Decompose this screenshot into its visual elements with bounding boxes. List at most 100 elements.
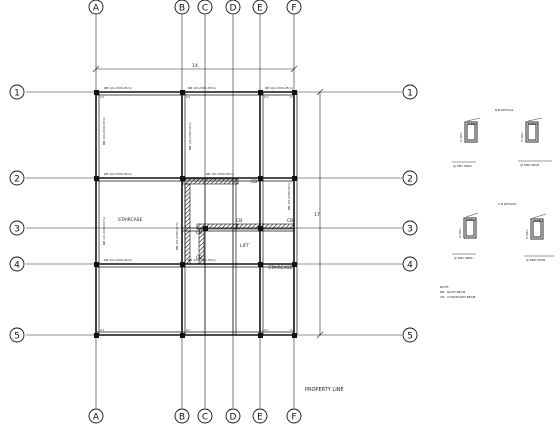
svg-text:C1: C1 [100,95,104,99]
column-bubbles-top: A B C D E F [88,0,302,15]
grid-bubble-a-bottom: A [88,408,104,424]
grid-bubble-1-right: 1 [402,84,418,100]
svg-text:CB: CB [196,255,202,261]
svg-text:C1: C1 [264,328,268,332]
svg-text:0.23m: 0.23m [528,122,538,126]
column-bubbles-bottom: A B C D E F [88,408,302,424]
beam-tag: RB 1(0.23X0.45m) [102,217,106,245]
concealed-beams-hatched [181,178,295,265]
svg-text:3: 3 [14,225,20,235]
svg-text:E: E [257,413,263,423]
svg-text:F: F [291,4,296,14]
svg-text:B: B [179,4,185,14]
svg-text:0.15m: 0.15m [466,218,476,222]
grid-bubble-5-left: 5 [9,327,25,343]
rb-end-span-section: 0.23m 0.30m @ END SPAN [518,117,552,167]
beam-tag: RB 1(0.23X0.45m) [206,172,234,176]
grid-bubble-3-right: 3 [402,220,418,236]
notes-title: NOTE: [440,285,449,289]
beam-tag: RB 1(0.23X0.45m) [188,122,192,150]
beam-tag: RB 1(0.23X0.45m) [102,117,106,145]
svg-text:3: 3 [407,225,413,235]
grid-bubble-c-bottom: C [197,408,213,424]
svg-text:0.23m: 0.23m [468,122,478,126]
cb-mid-span-section: 0.15m 0.30m @ MID SPAN [452,212,479,260]
row-bubbles-right: 1 2 3 4 5 [402,84,418,343]
svg-text:@ MID SPAN: @ MID SPAN [453,164,472,168]
cb-end-span-section: 0.15m 0.30m @ END SPAN [524,213,554,262]
svg-text:D: D [230,413,237,423]
svg-text:@ MID SPAN: @ MID SPAN [454,256,473,260]
beam-tag: RB 1(0.23X0.45m) [104,258,132,262]
svg-text:CB: CB [196,230,202,236]
grid-bubble-e-bottom: E [252,408,268,424]
grid-bubble-d-bottom: D [225,408,241,424]
svg-text:0.30m: 0.30m [525,229,529,239]
staircase-label: STAIRCASE [118,217,143,223]
svg-text:CB: CB [251,179,257,185]
svg-text:C1: C1 [100,328,104,332]
svg-text:0.30m: 0.30m [520,132,524,142]
dimension-height-label: 17 [314,212,320,218]
svg-text:D: D [230,4,237,14]
svg-text:@ END SPAN: @ END SPAN [526,258,545,262]
svg-text:C: C [202,4,208,14]
roof-beams [95,91,298,336]
svg-text:CB: CB [287,218,293,224]
svg-text:CB: CB [236,218,242,224]
svg-text:0.15m: 0.15m [534,219,544,223]
lift-label: LIFT [240,243,249,249]
grid-bubble-2-left: 2 [9,170,25,186]
svg-text:A: A [93,4,100,14]
grid-bubble-3-left: 3 [9,220,25,236]
grid-bubble-4-left: 4 [9,256,25,272]
beam-tag: RB 1(0.23X0.45m) [287,182,291,210]
cb-details-title: C.B DETAILS [498,202,516,206]
svg-text:2: 2 [14,175,20,185]
svg-text:0.30m: 0.30m [458,228,462,238]
svg-text:5: 5 [407,332,413,342]
svg-text:B: B [179,413,185,423]
svg-text:@ END SPAN: @ END SPAN [520,163,539,167]
beam-tag: RB 1(0.23X0.45m) [175,222,179,250]
grid-bubble-b-bottom: B [174,408,190,424]
svg-text:2: 2 [407,175,413,185]
svg-text:1: 1 [14,89,20,99]
svg-text:C1: C1 [264,95,268,99]
row-bubbles-left: 1 2 3 4 5 [9,84,25,343]
svg-text:C1: C1 [290,95,294,99]
notes-line-2: CB - CONCEALED BEAM [440,295,476,299]
svg-text:5: 5 [14,332,20,342]
grid-bubble-f-bottom: F [286,408,302,424]
beam-tags: RB 1(0.23X0.45m) RB 1(0.23X0.45m) RB 1(0… [102,86,293,262]
grid-bubble-4-right: 4 [402,256,418,272]
grid-bubble-c-top: C [197,0,213,15]
svg-text:C1: C1 [290,328,294,332]
beam-tag: RB 1(0.23X0.45m) [104,86,132,90]
vertical-grid-lines [95,15,295,408]
beam-tag: RB 1(0.23X0.45m) [188,258,216,262]
notes-block: NOTE: RB - ROOF BEAM CB - CONCEALED BEAM [440,285,476,299]
property-line-label: PROPERTY LINE [305,387,344,393]
svg-text:0.30m: 0.30m [459,132,463,142]
dimension-height: 17 [314,88,324,339]
beam-tag: RB 1(0.23X0.45m) [265,86,293,90]
grid-bubble-e-top: E [252,0,268,15]
svg-text:A: A [93,413,100,423]
column-tags: C1 C1 C1 C1 C1 C1 C1 C1 [100,95,294,332]
svg-text:C1: C1 [186,95,190,99]
dimension-width: 14 [92,63,298,73]
horizontal-grid-lines [26,91,402,336]
structural-columns [94,90,297,338]
beam-tag: RB 1(0.23X0.45m) [188,86,216,90]
grid-bubble-d-top: D [225,0,241,15]
svg-text:4: 4 [14,261,20,271]
svg-text:C: C [202,413,208,423]
grid-bubble-2-right: 2 [402,170,418,186]
grid-bubble-5-right: 5 [402,327,418,343]
rb-mid-span-section: 0.23m 0.30m @ MID SPAN [452,117,481,168]
grid-bubble-a-top: A [88,0,104,15]
grid-bubble-b-top: B [174,0,190,15]
svg-text:1: 1 [407,89,413,99]
